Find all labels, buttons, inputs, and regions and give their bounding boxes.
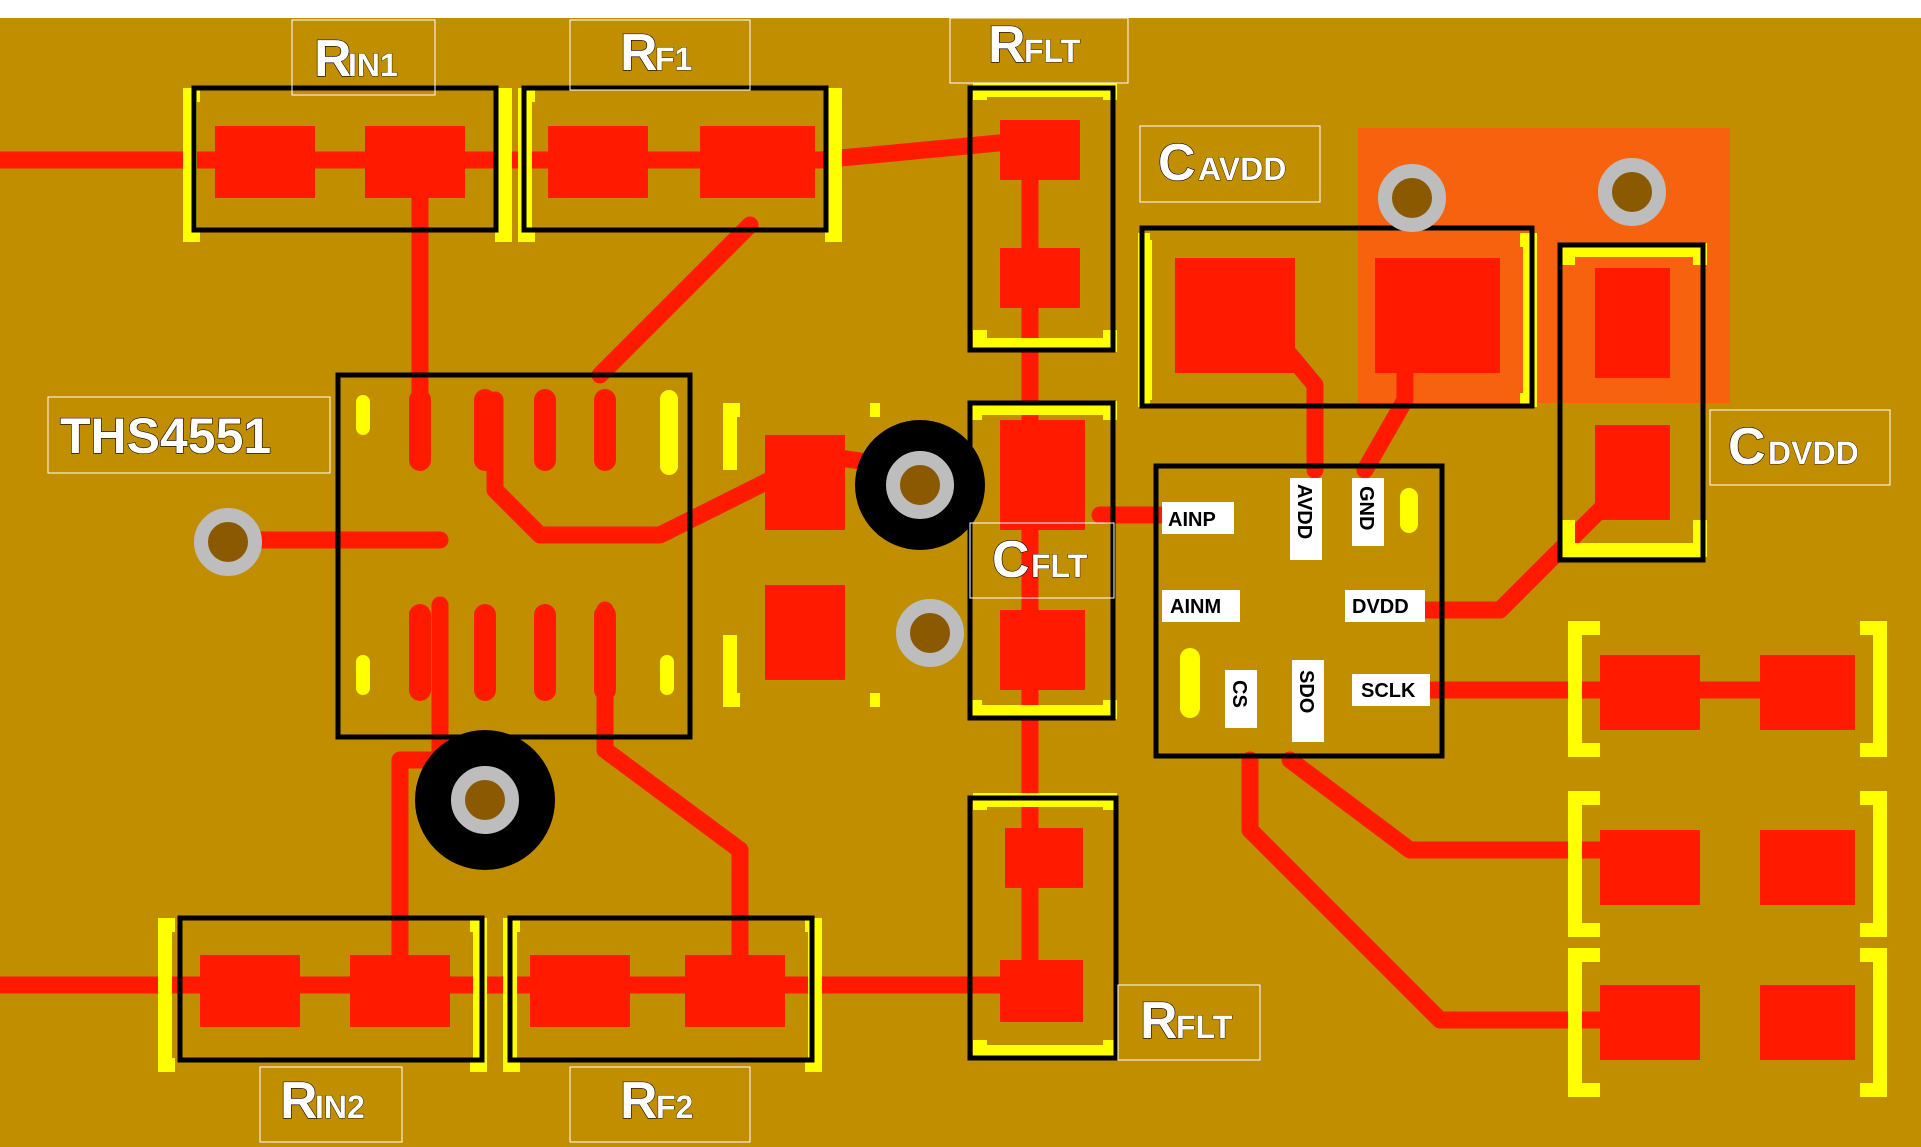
cdvdd-label-sub: DVDD bbox=[1768, 435, 1859, 471]
rin1-footprint bbox=[183, 85, 512, 242]
pin-ainm: AINM bbox=[1170, 596, 1221, 618]
pin-dvdd: DVDD bbox=[1352, 596, 1409, 618]
pin-ainp: AINP bbox=[1168, 509, 1216, 531]
cflt-label-main: C bbox=[992, 531, 1030, 589]
rin1-label-main: R bbox=[314, 30, 352, 88]
output-pads bbox=[723, 403, 880, 707]
label-rflt-top: R FLT bbox=[949, 15, 1129, 84]
via-2 bbox=[451, 766, 519, 834]
via-3 bbox=[194, 508, 262, 576]
via-5 bbox=[1378, 164, 1446, 232]
rf2-label-sub: F2 bbox=[656, 1089, 693, 1125]
rf2-footprint bbox=[503, 915, 822, 1072]
via-1 bbox=[886, 451, 954, 519]
rin2-label-sub: IN2 bbox=[315, 1089, 365, 1125]
rflt-top-footprint bbox=[967, 83, 1117, 353]
via-group bbox=[194, 158, 1666, 870]
rf1-label-sub: F1 bbox=[655, 41, 692, 77]
cdvdd-footprint bbox=[1557, 242, 1707, 563]
cavdd-footprint bbox=[1138, 225, 1537, 409]
rflt-bottom-footprint bbox=[967, 793, 1119, 1061]
label-cavdd: C AVDD bbox=[1139, 125, 1321, 203]
ths4551-package bbox=[335, 372, 693, 740]
label-rf2: R F2 bbox=[569, 1066, 751, 1143]
label-rin2: R IN2 bbox=[259, 1066, 403, 1143]
cavdd-label-main: C bbox=[1158, 134, 1196, 192]
pin-cs: CS bbox=[1228, 680, 1250, 708]
cdvdd-label-main: C bbox=[1728, 418, 1766, 476]
label-rf1: R F1 bbox=[569, 19, 751, 91]
adc-pin-labels: AINP AINM AVDD GND DVDD CS SDO SCLK bbox=[1162, 478, 1430, 742]
label-rin1: R IN1 bbox=[291, 19, 436, 96]
pin-avdd: AVDD bbox=[1293, 484, 1315, 539]
rf2-label-main: R bbox=[620, 1072, 658, 1130]
via-6 bbox=[1598, 158, 1666, 226]
rf1-label-main: R bbox=[620, 24, 658, 82]
rin1-label-sub: IN1 bbox=[348, 47, 398, 83]
pin-gnd: GND bbox=[1355, 486, 1377, 530]
rflt-top-label-sub: FLT bbox=[1024, 33, 1081, 69]
pin-sclk: SCLK bbox=[1361, 680, 1416, 702]
pin-sdo: SDO bbox=[1295, 670, 1317, 713]
rflt-bottom-label-main: R bbox=[1140, 992, 1178, 1050]
ths4551-label: THS4551 bbox=[60, 408, 271, 464]
rin2-footprint bbox=[158, 915, 487, 1072]
cflt-footprint bbox=[967, 400, 1117, 721]
rf1-footprint bbox=[518, 85, 842, 242]
label-ths4551: THS4551 bbox=[47, 396, 331, 474]
label-rflt-bottom: R FLT bbox=[1117, 984, 1261, 1061]
label-cdvdd: C DVDD bbox=[1709, 409, 1891, 486]
rflt-bottom-label-sub: FLT bbox=[1176, 1009, 1233, 1045]
adc-package bbox=[1153, 463, 1445, 759]
via-4 bbox=[896, 599, 964, 667]
cavdd-label-sub: AVDD bbox=[1198, 151, 1286, 187]
rin2-label-main: R bbox=[280, 1072, 318, 1130]
cflt-label-sub: FLT bbox=[1031, 548, 1088, 584]
rflt-top-label-main: R bbox=[988, 16, 1026, 74]
label-cflt: C FLT bbox=[969, 522, 1115, 599]
connector-pads bbox=[1568, 621, 1887, 1097]
